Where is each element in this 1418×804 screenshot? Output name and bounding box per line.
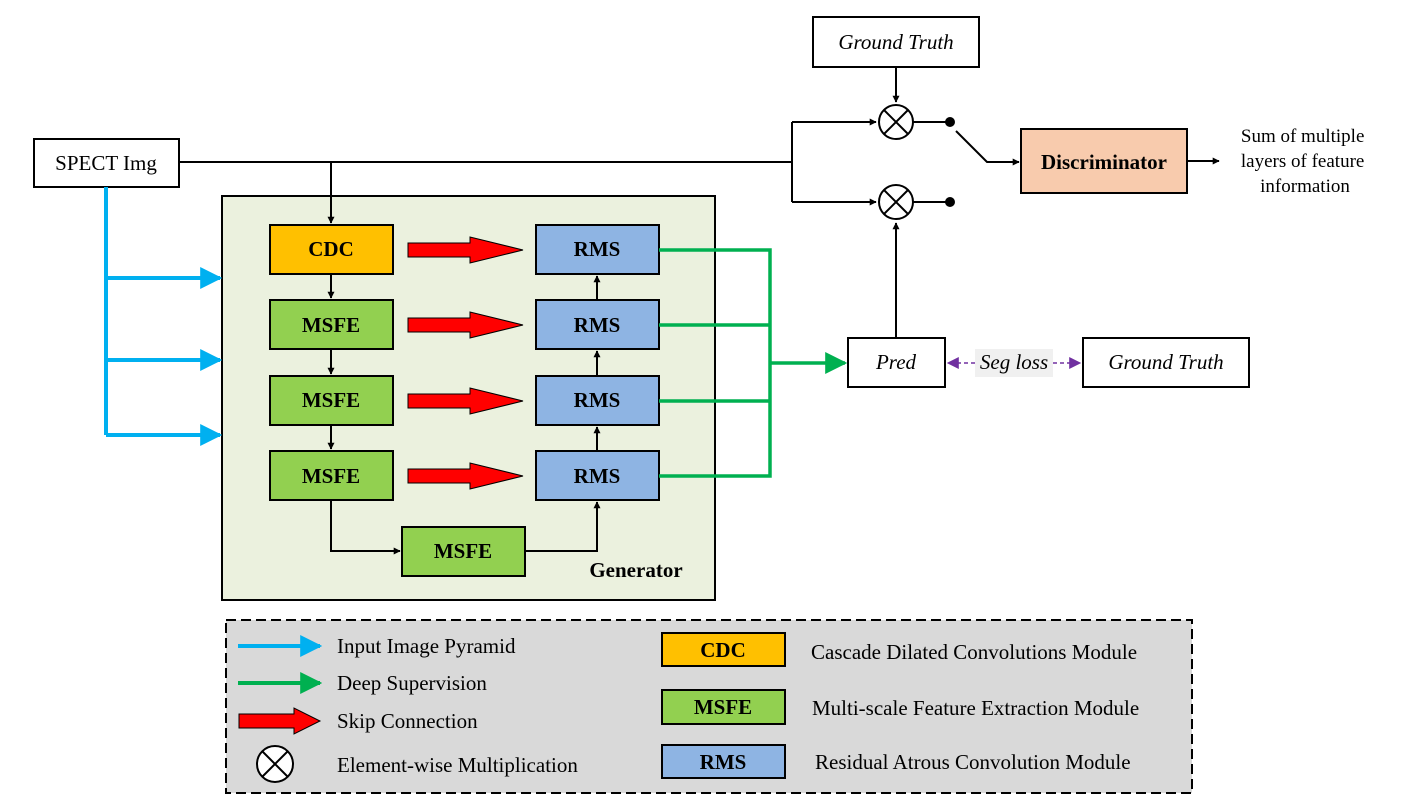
skip-connection-arrow [407,387,524,415]
legend-rms-swatch: RMS [661,744,786,779]
encoder-block-1: MSFE [269,299,394,350]
switch-terminal-bottom [945,197,955,207]
encoder-block-3: MSFE [269,450,394,501]
seg-loss-label: Seg loss [980,350,1048,374]
discriminator-box: Discriminator [1020,128,1188,194]
legend-label: Skip Connection [337,709,478,733]
encoder-block-label: MSFE [302,464,360,488]
ground-truth-top-label: Ground Truth [838,30,953,54]
bottleneck-block: MSFE [401,526,526,577]
legend: Input Image Pyramid Deep Supervision Ski… [225,619,1193,794]
generator-label: Generator [589,558,682,582]
encoder-block-label: MSFE [302,388,360,412]
bottleneck-label: MSFE [434,539,492,563]
switch-to-discriminator-arrow [955,130,1020,166]
legend-module-label: Cascade Dilated Convolutions Module [811,640,1137,664]
legend-multiply-icon [256,745,294,783]
legend-red-block-arrow-icon [238,707,322,735]
ground-truth-right-label: Ground Truth [1108,350,1223,374]
output-text: Sum of multiple layers of feature inform… [1241,126,1369,197]
decoder-block-label: RMS [574,464,621,488]
ground-truth-right-box: Ground Truth [1082,337,1250,388]
spect-img-label: SPECT Img [55,151,157,175]
encoder-block-label: CDC [308,237,354,261]
spect-img-box: SPECT Img [33,138,180,188]
encoder-block-0: CDC [269,224,394,275]
decoder-block-label: RMS [574,388,621,412]
discriminator-label: Discriminator [1041,150,1167,174]
output-text-line: information [1260,176,1350,197]
decoder-block-0: RMS [535,224,660,275]
legend-module-abbr: MSFE [694,695,752,719]
encoder-block-label: MSFE [302,313,360,337]
legend-cdc-swatch: CDC [661,632,786,667]
pred-box: Pred [847,337,946,388]
seg-loss-bg [975,349,1053,377]
input-pyramid-arrows [104,187,223,446]
decoder-block-3: RMS [535,450,660,501]
deep-supervision-lines [659,248,848,478]
switch-terminal-top [945,117,955,127]
skip-connection-arrow [407,236,524,264]
pred-label: Pred [875,350,917,374]
legend-label: Input Image Pyramid [337,634,516,658]
legend-module-abbr: RMS [700,750,747,774]
ground-truth-top-box: Ground Truth [812,16,980,68]
decoder-block-2: RMS [535,375,660,426]
output-text-line: Sum of multiple [1241,126,1365,147]
decoder-block-label: RMS [574,313,621,337]
legend-module-label: Residual Atrous Convolution Module [815,750,1131,774]
multiply-icon [878,184,914,220]
encoder-block-2: MSFE [269,375,394,426]
legend-msfe-swatch: MSFE [661,689,786,725]
decoder-block-1: RMS [535,299,660,350]
skip-connection-arrow [407,311,524,339]
legend-label: Deep Supervision [337,671,487,695]
legend-module-label: Multi-scale Feature Extraction Module [812,696,1139,720]
output-text-line: layers of feature [1241,151,1364,172]
encoder-to-bottleneck-arrow [330,500,401,555]
legend-module-abbr: CDC [700,638,746,662]
multiply-icon [878,104,914,140]
bottleneck-to-rms-arrow [525,501,601,552]
decoder-block-label: RMS [574,237,621,261]
skip-connection-arrow [407,462,524,490]
legend-label: Element-wise Multiplication [337,753,578,777]
